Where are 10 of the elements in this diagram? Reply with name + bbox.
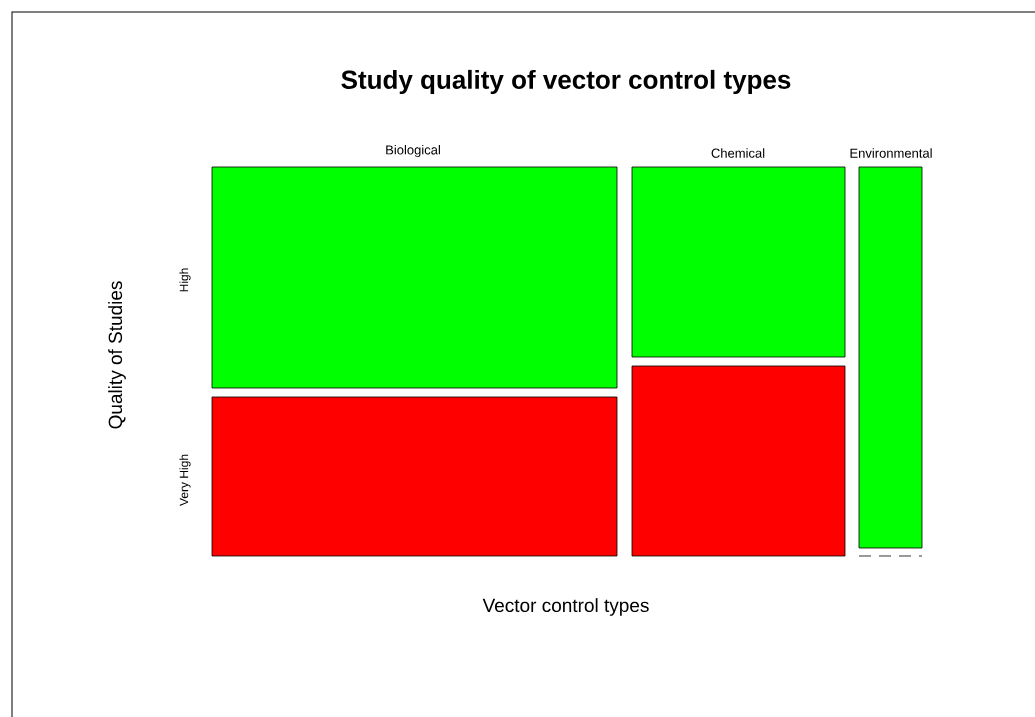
mosaic-tile (211, 396, 618, 557)
axis-title: Quality of Studies (108, 281, 126, 429)
mosaic-tile (631, 365, 846, 557)
chart-title: Study quality of vector control types (341, 69, 791, 95)
axis-title: Vector control types (482, 598, 649, 616)
category-label: High (179, 268, 191, 292)
mosaic-tile (858, 166, 923, 549)
mosaic-tile (631, 166, 846, 358)
mosaic-tile (211, 166, 618, 389)
category-label: Environmental (850, 148, 932, 158)
